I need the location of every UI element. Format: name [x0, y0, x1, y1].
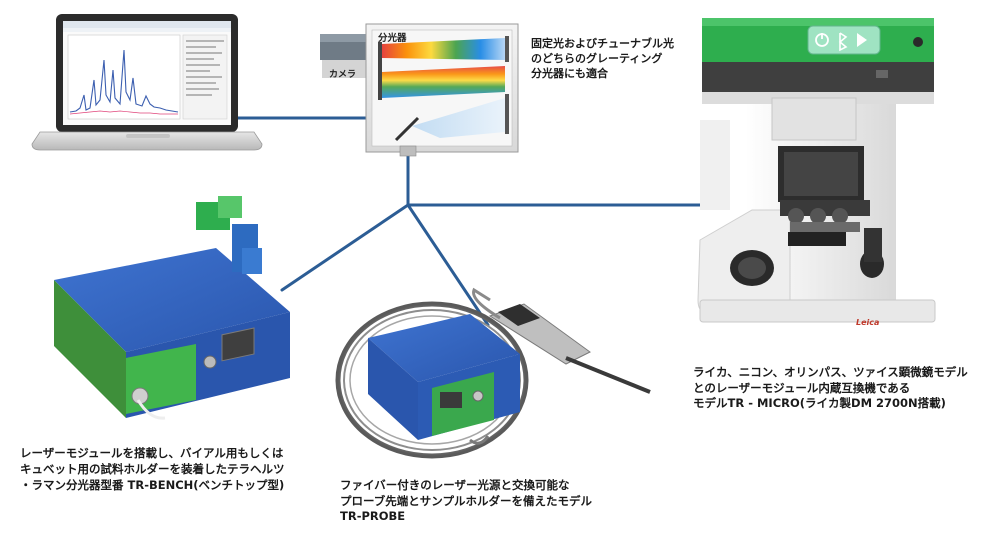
caption-line: ファイバー付きのレーザー光源と交換可能な [340, 478, 570, 492]
caption-line: モデルTR - MICRO(ライカ製DM 2700N搭載) [693, 396, 946, 410]
spectrum-plot [69, 49, 179, 115]
caption-line: とのレーザーモジュール内蔵互換機である [693, 380, 911, 395]
caption-line: 固定光およびチューナブル光 [531, 37, 674, 50]
bench-caption: レーザーモジュールを搭載し、バイアル用もしくは キュベット用の試料ホルダーを装着… [20, 445, 285, 493]
brand-logo-text: Leica [856, 318, 880, 327]
laptop [31, 14, 263, 151]
connection-cables [236, 116, 714, 327]
caption-line: プローブ先端とサンプルホルダーを備えたモデル [340, 493, 592, 508]
dispersed-beam-mid [382, 66, 505, 98]
grating [378, 42, 382, 100]
tr-probe-device [335, 287, 651, 459]
probe-caption: ファイバー付きのレーザー光源と交換可能な プローブ先端とサンプルホルダーを備えた… [340, 478, 592, 525]
spectrograph-caption: 固定光およびチューナブル光 のどちらのグレーティング 分光器にも適合 [531, 36, 674, 81]
input-mirror [394, 116, 420, 142]
dispersed-beam-top [382, 38, 505, 60]
tr-bench-device [54, 196, 290, 420]
mirror-top [505, 36, 509, 62]
cable-hub-probe [406, 203, 490, 327]
cable-hub-bench [280, 203, 410, 292]
camera-label: カメラ [329, 70, 357, 80]
collimated-beam [412, 98, 505, 138]
play-icon[interactable] [857, 33, 867, 47]
microscope-tr-micro [697, 18, 936, 323]
spectrograph [320, 23, 519, 157]
caption-line: キュベット用の試料ホルダーを装着したテラヘルツ [20, 462, 285, 476]
caption-line: TR-PROBE [340, 509, 406, 523]
caption-line: ライカ、ニコン、オリンパス、ツァイス顕微鏡モデル [693, 365, 968, 379]
caption-line: レーザーモジュールを搭載し、バイアル用もしくは [20, 446, 284, 460]
caption-line: のどちらのグレーティング [531, 52, 663, 65]
caption-line: 分光器にも適合 [531, 67, 608, 80]
microscope-caption: ライカ、ニコン、オリンパス、ツァイス顕微鏡モデル とのレーザーモジュール内蔵互換… [693, 365, 968, 412]
bluetooth-icon [838, 32, 848, 52]
caption-line: ・ラマン分光器型番 TR-BENCH(ベンチトップ型) [20, 478, 285, 492]
mirror-right [505, 94, 509, 134]
control-panel [807, 25, 881, 55]
spectrometer-label: 分光器 [378, 33, 407, 44]
